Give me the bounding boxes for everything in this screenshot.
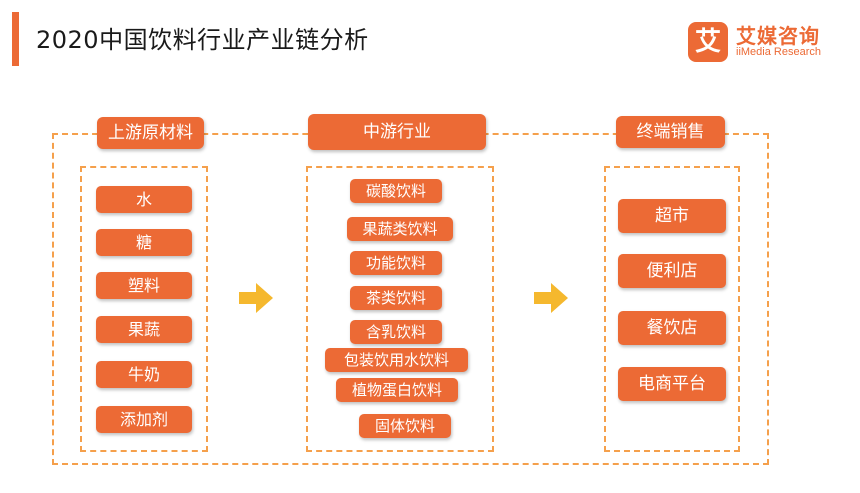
logo-name-en: iiMedia Research — [736, 46, 821, 58]
midstream-item: 包装饮用水饮料 — [325, 348, 468, 372]
midstream-item: 固体饮料 — [359, 414, 451, 438]
page-title: 2020中国饮料行业产业链分析 — [36, 26, 369, 54]
downstream-item: 电商平台 — [618, 367, 726, 401]
midstream-item: 功能饮料 — [350, 251, 442, 275]
midstream-item: 果蔬类饮料 — [347, 217, 453, 241]
logo-icon: 艾 — [688, 22, 728, 62]
arrow-right-icon — [239, 283, 273, 313]
midstream-item: 植物蛋白饮料 — [336, 378, 458, 402]
upstream-header: 上游原材料 — [97, 117, 204, 149]
midstream-item: 碳酸饮料 — [350, 179, 442, 203]
upstream-frame — [80, 166, 208, 452]
upstream-item: 糖 — [96, 229, 192, 256]
upstream-item: 塑料 — [96, 272, 192, 299]
upstream-item: 水 — [96, 186, 192, 213]
upstream-item: 果蔬 — [96, 316, 192, 343]
midstream-item: 含乳饮料 — [350, 320, 442, 344]
title-accent-bar — [12, 12, 19, 66]
logo-name-cn: 艾媒咨询 — [736, 24, 820, 48]
arrow-right-icon — [534, 283, 568, 313]
midstream-item: 茶类饮料 — [350, 286, 442, 310]
downstream-item: 超市 — [618, 199, 726, 233]
upstream-item: 牛奶 — [96, 361, 192, 388]
downstream-header: 终端销售 — [616, 116, 725, 148]
midstream-header: 中游行业 — [308, 114, 486, 150]
downstream-item: 便利店 — [618, 254, 726, 288]
downstream-item: 餐饮店 — [618, 311, 726, 345]
upstream-item: 添加剂 — [96, 406, 192, 433]
